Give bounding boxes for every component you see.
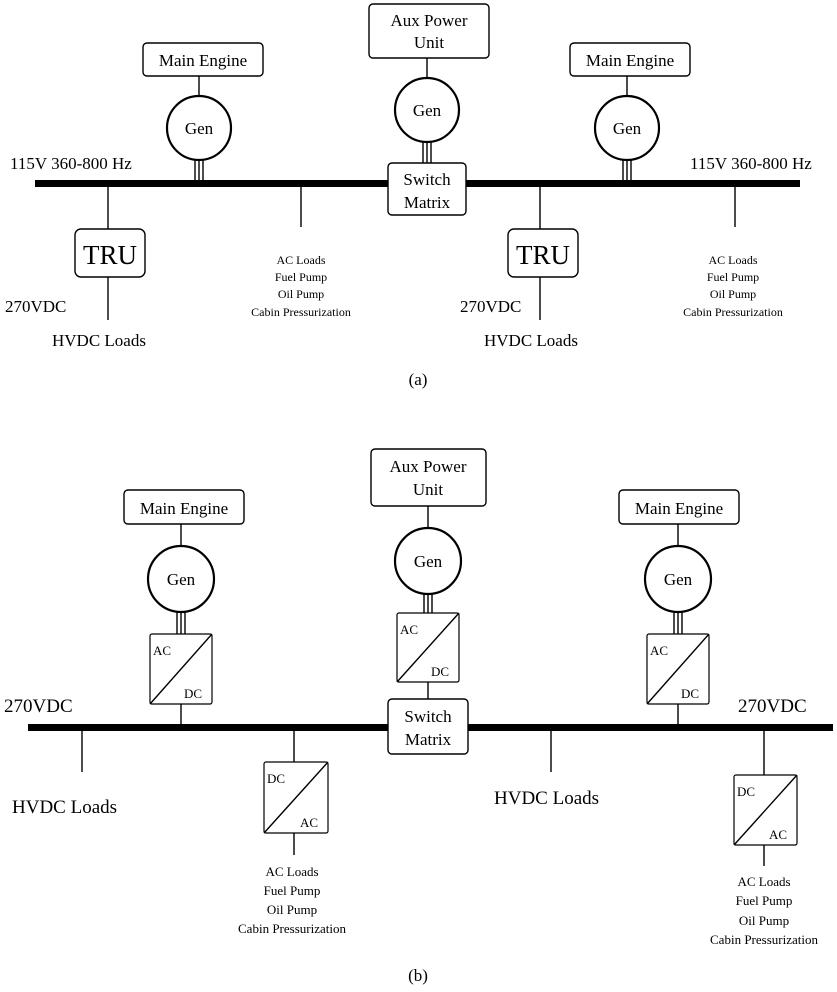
inverter-right-b-dc: DC	[737, 784, 755, 799]
tru-left-a-label: TRU	[83, 240, 137, 270]
switch-matrix-b-label-1: Switch	[404, 707, 452, 726]
ac-loads-right-a-2: Fuel Pump	[707, 270, 759, 284]
inverter-left-b-ac: AC	[300, 815, 318, 830]
inverter-right-b: DC AC	[733, 774, 798, 846]
triple-feeder-left-b	[176, 612, 186, 634]
generator-left-b-label: Gen	[167, 570, 196, 589]
generator-apu-b-label: Gen	[414, 552, 443, 571]
ac-loads-left-a-1: AC Loads	[277, 253, 326, 267]
tru-right-a-label: TRU	[516, 240, 570, 270]
ac-loads-left-b-4: Cabin Pressurization	[238, 921, 346, 936]
main-engine-left-b-label: Main Engine	[140, 499, 228, 518]
apu-a-label-2: Unit	[414, 33, 445, 52]
triple-feeder-apu-b	[423, 594, 433, 613]
ac-loads-left-b-1: AC Loads	[265, 864, 318, 879]
ac-loads-right-a-4: Cabin Pressurization	[683, 305, 783, 319]
main-engine-right-b-label: Main Engine	[635, 499, 723, 518]
apu-b-label-2: Unit	[413, 480, 444, 499]
main-engine-left-a-label: Main Engine	[159, 51, 247, 70]
switch-matrix-b	[387, 698, 469, 755]
dc-voltage-left-a: 270VDC	[5, 297, 66, 316]
switch-matrix-a-label-1: Switch	[403, 170, 451, 189]
ac-loads-left-b-3: Oil Pump	[267, 902, 317, 917]
rectifier-apu-b: AC DC	[396, 612, 460, 683]
apu-a	[368, 3, 490, 59]
generator-left-a-label: Gen	[185, 119, 214, 138]
inverter-right-b-ac: AC	[769, 827, 787, 842]
caption-b: (b)	[408, 966, 428, 985]
rectifier-apu-b-ac: AC	[400, 622, 418, 637]
ac-loads-right-a-1: AC Loads	[709, 253, 758, 267]
main-engine-left-a	[142, 42, 264, 77]
ac-loads-left-a-4: Cabin Pressurization	[251, 305, 351, 319]
ac-loads-right-b-4: Cabin Pressurization	[710, 932, 818, 947]
apu-b-label-1: Aux Power	[390, 457, 467, 476]
ac-loads-right-b-3: Oil Pump	[739, 913, 789, 928]
ac-loads-left-a-3: Oil Pump	[278, 287, 324, 301]
switch-matrix-b-label-2: Matrix	[405, 730, 452, 749]
rectifier-left-b-ac: AC	[153, 643, 171, 658]
triple-feeder-right-b	[673, 612, 683, 634]
main-engine-right-a-label: Main Engine	[586, 51, 674, 70]
inverter-left-b-dc: DC	[267, 771, 285, 786]
rectifier-left-b-dc: DC	[184, 686, 202, 701]
rectifier-right-b-dc: DC	[681, 686, 699, 701]
generator-right-b-label: Gen	[664, 570, 693, 589]
bus-label-left-a: 115V 360-800 Hz	[10, 154, 132, 173]
tru-left-a	[74, 228, 146, 278]
caption-a: (a)	[409, 370, 428, 389]
switch-matrix-a	[387, 162, 467, 216]
hvdc-loads-left-a: HVDC Loads	[52, 331, 146, 350]
bus-label-left-b: 270VDC	[4, 696, 73, 717]
dc-voltage-right-a: 270VDC	[460, 297, 521, 316]
ac-loads-right-b: AC Loads Fuel Pump Oil Pump Cabin Pressu…	[710, 874, 818, 947]
hvdc-loads-right-b: HVDC Loads	[494, 788, 599, 809]
ac-loads-left-a-2: Fuel Pump	[275, 270, 327, 284]
diagram-b: 270VDC 270VDC Main Engine Gen AC DC Aux …	[4, 448, 833, 985]
ac-loads-left-b-2: Fuel Pump	[264, 883, 321, 898]
tru-right-a	[507, 228, 579, 278]
bus-label-right-b: 270VDC	[738, 696, 807, 717]
bus-label-right-a: 115V 360-800 Hz	[690, 154, 812, 173]
ac-loads-left-b: AC Loads Fuel Pump Oil Pump Cabin Pressu…	[238, 864, 346, 936]
main-engine-left-b	[123, 489, 245, 525]
hvdc-loads-left-b: HVDC Loads	[12, 797, 117, 818]
triple-feeder-apu-a	[422, 142, 432, 163]
ac-loads-right-a: AC Loads Fuel Pump Oil Pump Cabin Pressu…	[683, 253, 783, 319]
rectifier-right-b: AC DC	[646, 633, 710, 705]
rectifier-apu-b-dc: DC	[431, 664, 449, 679]
generator-right-a-label: Gen	[613, 119, 642, 138]
switch-matrix-a-label-2: Matrix	[404, 193, 451, 212]
apu-a-label-1: Aux Power	[391, 11, 468, 30]
main-engine-right-b	[618, 489, 740, 525]
ac-loads-right-a-3: Oil Pump	[710, 287, 756, 301]
ac-loads-right-b-1: AC Loads	[737, 874, 790, 889]
inverter-left-b: DC AC	[263, 761, 329, 834]
diagram-a: 115V 360-800 Hz 115V 360-800 Hz Main Eng…	[5, 3, 812, 389]
ac-loads-right-b-2: Fuel Pump	[736, 893, 793, 908]
ac-loads-left-a: AC Loads Fuel Pump Oil Pump Cabin Pressu…	[251, 253, 351, 319]
hvdc-loads-right-a: HVDC Loads	[484, 331, 578, 350]
triple-feeder-right-a	[622, 160, 632, 181]
main-engine-right-a	[569, 42, 691, 77]
rectifier-right-b-ac: AC	[650, 643, 668, 658]
generator-apu-a-label: Gen	[413, 101, 442, 120]
rectifier-left-b: AC DC	[149, 633, 213, 705]
triple-feeder-left-a	[194, 160, 204, 181]
